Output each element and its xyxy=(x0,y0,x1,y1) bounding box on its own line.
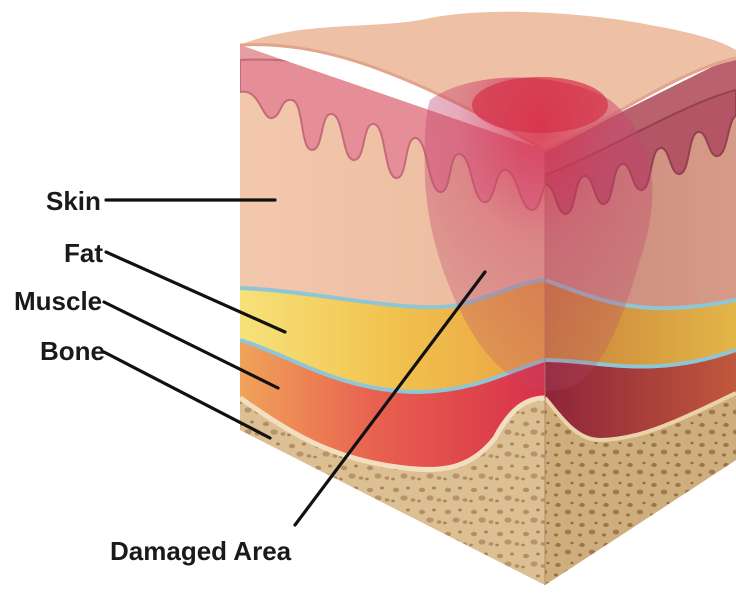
label-bone-text: Bone xyxy=(40,336,105,366)
label-fat-text: Fat xyxy=(64,238,103,268)
label-skin-text: Skin xyxy=(46,186,101,216)
label-damaged-area-text: Damaged Area xyxy=(110,536,292,566)
label-muscle-text: Muscle xyxy=(14,286,102,316)
label-bone: Bone xyxy=(40,336,270,438)
